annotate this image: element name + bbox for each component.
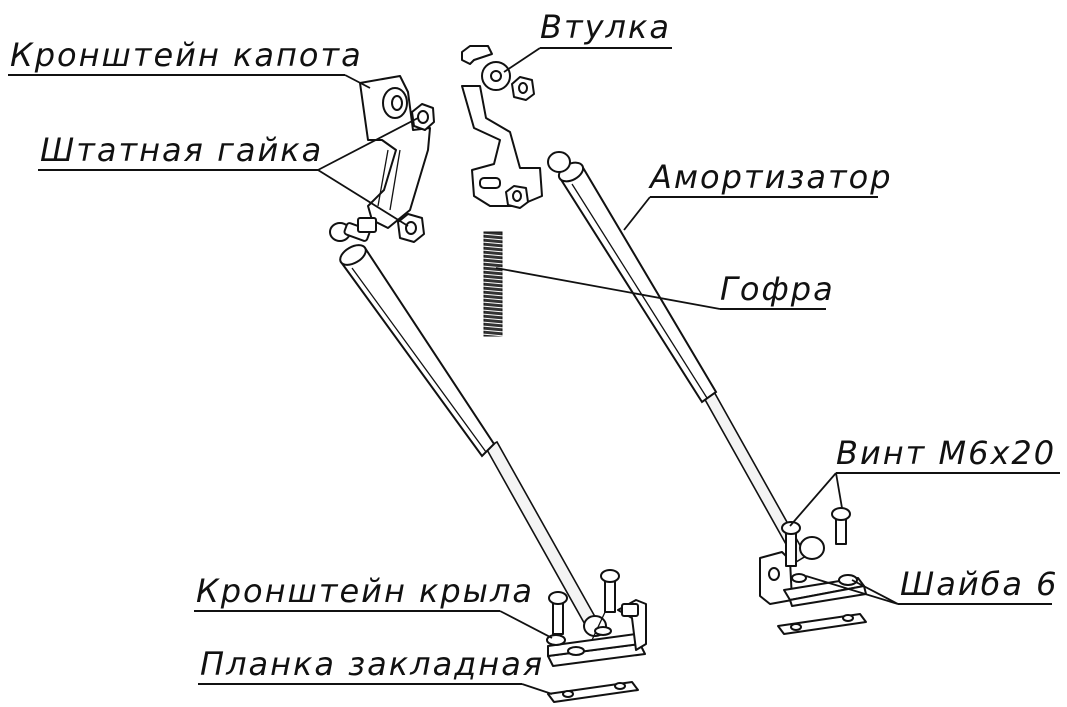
right-washer [838,574,858,586]
label-corrugation: Гофра [720,270,835,310]
svg-text:Гофра: Гофра [720,270,835,308]
corrugation-rib [481,249,505,253]
corrugation-rib [481,277,505,281]
right-strut-top-ball [547,151,571,173]
left-screw-1 [548,591,568,635]
corrugation-rib [481,325,505,329]
corrugation-rib [481,245,505,249]
corrugation-rib [481,313,505,317]
corrugation-rib [481,289,505,293]
svg-text:Винт М6х20: Винт М6х20 [836,434,1056,472]
label-screw: Винт М6х20 [836,434,1060,474]
labels: Кронштейн капота Втулка Штатная гайка Ам… [8,8,1060,685]
right-screw-1 [781,521,801,567]
bushing-bracket [461,45,543,209]
corrugation-rib [481,329,505,333]
hood-bracket-left [357,75,435,243]
svg-text:Кронштейн крыла: Кронштейн крыла [196,572,534,610]
corrugation-rib [481,317,505,321]
svg-text:Планка закладная: Планка закладная [200,645,544,683]
corrugation-rib [481,265,505,269]
right-screw-2 [831,507,851,545]
corrugation-rib [481,309,505,313]
right-strut-bottom-ball [799,536,825,560]
svg-text:Амортизатор: Амортизатор [648,158,893,196]
corrugation-rib [481,297,505,301]
corrugation-rib [481,273,505,277]
fender-bracket-right [759,507,867,607]
label-standard-nut: Штатная гайка [38,131,323,171]
corrugation-rib [481,285,505,289]
leader-lines [317,47,899,695]
corrugation-rib [481,321,505,325]
label-bushing: Втулка [540,8,672,49]
corrugation-rib [481,261,505,265]
label-fender-bracket: Кронштейн крыла [194,572,534,612]
corrugation-rib [481,305,505,309]
svg-text:Втулка: Втулка [540,8,671,46]
corrugation-rib [481,333,505,337]
left-strut [329,222,607,641]
corrugation-rib [481,269,505,273]
label-hood-bracket: Кронштейн капота [8,36,363,76]
corrugation-rib [481,257,505,261]
fender-bracket-left [546,569,647,667]
label-strut: Амортизатор [648,158,893,198]
corrugation-rib [481,237,505,241]
corrugation-rib [481,253,505,257]
left-strut-cylinder [339,246,496,458]
corrugation-rib [481,301,505,305]
svg-text:Шайба 6: Шайба 6 [900,565,1059,603]
label-washer: Шайба 6 [898,565,1059,605]
corrugation-rib [481,241,505,245]
right-strut [547,151,825,564]
left-screw-2 [600,569,620,613]
svg-text:Штатная гайка: Штатная гайка [40,131,323,169]
corrugation-rib [481,293,505,297]
corrugation-rib [481,281,505,285]
svg-text:Кронштейн капота: Кронштейн капота [10,36,363,74]
corrugation [481,231,505,337]
corrugation-rib [481,233,505,237]
label-mounting-plate: Планка закладная [198,645,544,685]
